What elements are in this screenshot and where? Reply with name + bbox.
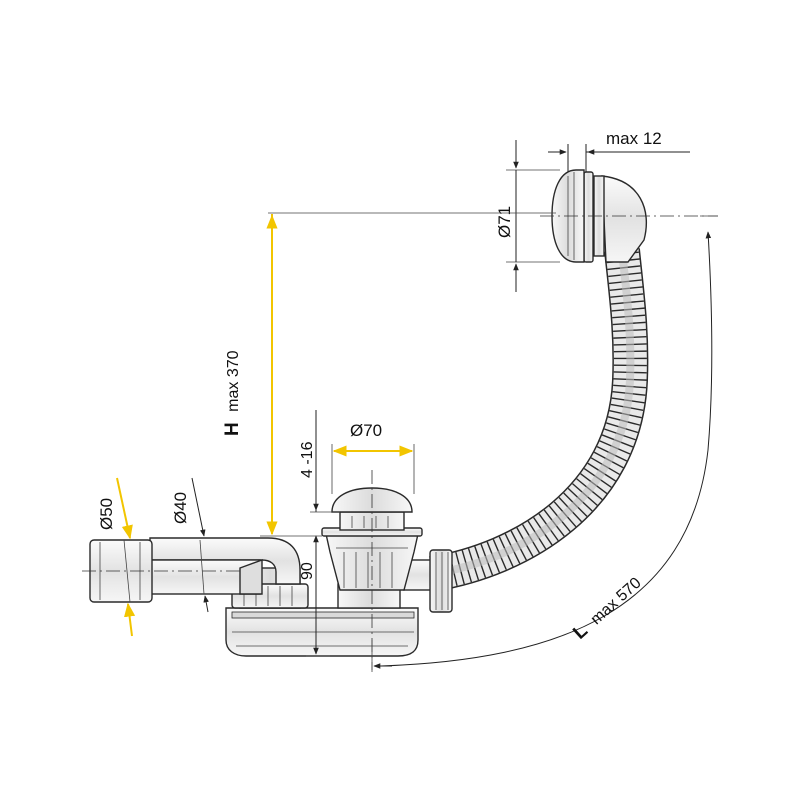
outlet-pipe — [89, 537, 301, 603]
overflow-head — [551, 169, 648, 263]
label-length-letter: L — [569, 620, 592, 644]
label-outlet-inner-diameter: Ø40 — [171, 492, 190, 524]
dim-plug-travel: 4 -16 — [299, 410, 340, 513]
label-height-value: max 370 — [225, 350, 242, 411]
label-length-value: max 570 — [588, 574, 645, 628]
label-drain-diameter: Ø70 — [350, 421, 382, 440]
dim-length: L max 570 — [371, 215, 718, 672]
svg-text:H max 370: H max 370 — [222, 350, 243, 436]
svg-text:L max 570: L max 570 — [569, 572, 645, 643]
dim-outlet-outer-diameter: Ø50 — [97, 477, 136, 637]
dim-trap-height: 90 — [299, 535, 330, 657]
dim-drain-diameter: Ø70 — [331, 421, 415, 494]
dim-overflow-thickness: max 12 — [548, 129, 690, 172]
label-height-letter: H — [222, 422, 243, 436]
label-trap-height: 90 — [299, 562, 316, 580]
label-overflow-diameter: Ø71 — [495, 206, 514, 238]
label-plug-travel: 4 -16 — [299, 441, 316, 478]
center-lines — [82, 215, 718, 670]
dim-height: H max 370 — [222, 212, 556, 537]
dim-outlet-inner-diameter: Ø40 — [171, 477, 209, 613]
flexible-hose — [428, 248, 649, 592]
dim-overflow-diameter: Ø71 — [495, 140, 560, 292]
label-outlet-outer-diameter: Ø50 — [97, 498, 116, 530]
label-overflow-thickness: max 12 — [606, 129, 662, 148]
